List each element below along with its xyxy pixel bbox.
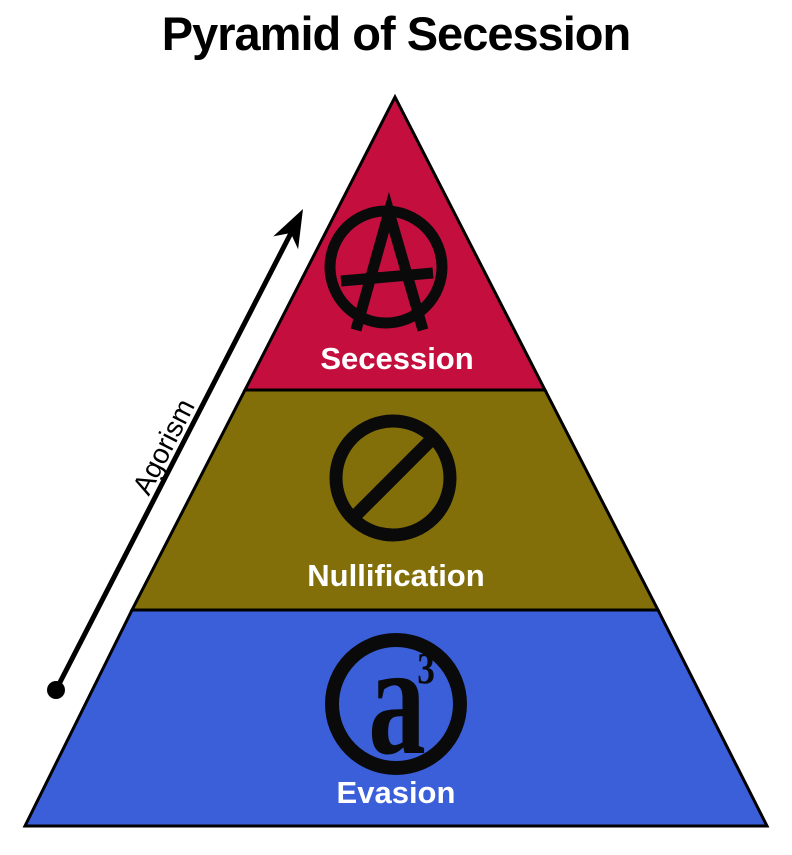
tier-label-evasion: Evasion — [337, 775, 456, 810]
tier-label-secession: Secession — [320, 341, 473, 376]
tier-label-nullification: Nullification — [307, 558, 484, 593]
anarchy-circle-a-icon — [324, 191, 448, 332]
diagram-title: Pyramid of Secession — [161, 7, 631, 60]
agorism-arrowhead — [273, 209, 303, 250]
null-slashed-circle-icon — [329, 414, 457, 542]
a-cubed-exponent: 3 — [417, 643, 435, 693]
agorism-arrow-shaft — [53, 231, 294, 692]
a-cubed-letter: a — [368, 612, 426, 789]
a-cubed-circle-icon: a 3 — [325, 612, 467, 789]
